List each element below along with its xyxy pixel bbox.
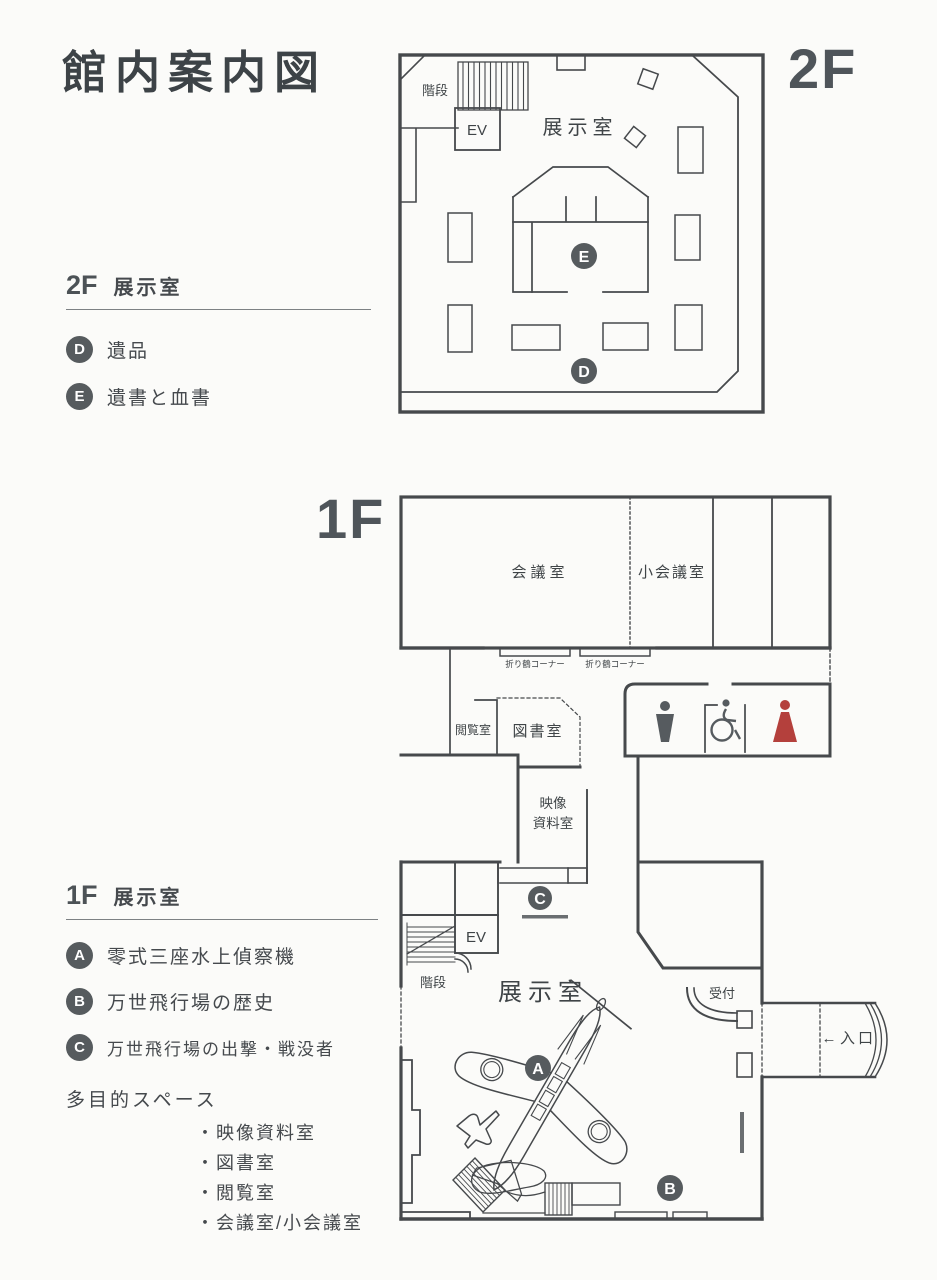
floor2-marker-d: D bbox=[571, 358, 597, 384]
floor1-elevator-label: EV bbox=[466, 929, 486, 946]
floor1-elevator-box bbox=[454, 861, 499, 954]
float-bows bbox=[557, 1014, 602, 1065]
propeller bbox=[569, 979, 633, 1030]
floor1-marker-a: A bbox=[525, 1055, 551, 1081]
marker-c-underline bbox=[522, 915, 568, 919]
entrance-label: 入口 bbox=[840, 1030, 876, 1047]
floor2-stairs-label: 階段 bbox=[422, 83, 448, 98]
entrance-vestibule bbox=[760, 1001, 877, 1079]
crane-corner-label: 折り鶴コーナー bbox=[585, 659, 645, 669]
entrance-curved-wall bbox=[864, 1001, 888, 1079]
back-room bbox=[636, 860, 764, 970]
multipurpose-list: ・映像資料室 ・図書室 ・閲覧室 ・会議室/小会議室 bbox=[196, 1118, 396, 1238]
legend-item-d: D 遺品 bbox=[66, 336, 376, 363]
small-meeting-room-label: 小会議室 bbox=[638, 563, 706, 581]
floor2-legend-room: 展示室 bbox=[113, 277, 183, 299]
legend-item-e: E 遺書と血書 bbox=[66, 383, 376, 410]
marker-c-badge: C bbox=[66, 1034, 93, 1061]
floor1-legend-room: 展示室 bbox=[113, 887, 183, 909]
floor1-stairs-hatch bbox=[406, 922, 472, 973]
male-icon bbox=[656, 701, 674, 742]
multipurpose-item: ・図書室 bbox=[196, 1153, 276, 1173]
marker-a-badge: A bbox=[66, 942, 93, 969]
floor1-big-label: 1F bbox=[316, 487, 386, 550]
legend-item-d-label: 遺品 bbox=[107, 341, 150, 362]
female-icon bbox=[773, 700, 797, 742]
floor2-walls bbox=[398, 53, 765, 414]
library-label: 図書室 bbox=[512, 723, 563, 740]
page-title: 館内案内図 bbox=[62, 48, 328, 98]
legend-item-c: C 万世飛行場の出撃・戦没者 bbox=[66, 1034, 396, 1061]
conference-block bbox=[399, 495, 832, 650]
legend-item-b-label: 万世飛行場の歴史 bbox=[107, 993, 276, 1014]
marker-b-badge: B bbox=[66, 988, 93, 1015]
svg-text:E: E bbox=[579, 249, 590, 266]
restroom-stall-walls bbox=[704, 704, 746, 753]
floor1-stairs-label: 階段 bbox=[420, 975, 446, 990]
multipurpose-item: ・会議室/小会議室 bbox=[196, 1213, 364, 1233]
legend-item-a: A 零式三座水上偵察機 bbox=[66, 942, 396, 969]
reception-counter bbox=[685, 986, 753, 1078]
marker-e-badge: E bbox=[66, 383, 93, 410]
floor2-elevator-label: EV bbox=[467, 122, 487, 139]
floor1-legend: 1F 展示室 A 零式三座水上偵察機 B 万世飛行場の歴史 C 万世飛行場の出撃… bbox=[66, 880, 396, 1238]
floor2-elevator-box bbox=[454, 107, 501, 151]
floor2-marker-e: E bbox=[571, 243, 597, 269]
floor1-walls bbox=[399, 495, 888, 1221]
floor2-legend-floor: 2F bbox=[66, 270, 98, 300]
floor2-display-cases bbox=[447, 67, 704, 353]
floor2-exhibition-label: 展示室 bbox=[543, 116, 618, 139]
legend-item-c-label: 万世飛行場の出撃・戦没者 bbox=[107, 1040, 335, 1059]
legend-item-b: B 万世飛行場の歴史 bbox=[66, 988, 396, 1015]
entrance-arrow-icon: ← bbox=[822, 1030, 837, 1047]
svg-text:C: C bbox=[534, 891, 546, 908]
marker-d-badge: D bbox=[66, 336, 93, 363]
floor2-central-structure bbox=[511, 166, 650, 293]
multipurpose-item: ・閲覧室 bbox=[196, 1183, 276, 1203]
crane-corner-label: 折り鶴コーナー bbox=[505, 659, 565, 669]
divider bbox=[66, 309, 371, 310]
divider bbox=[66, 919, 378, 920]
seaplane-illustration bbox=[454, 979, 633, 1203]
av-room-label: 映像 bbox=[540, 796, 568, 811]
small-plane-illustration bbox=[456, 1110, 500, 1149]
floor1-exhibition-label: 展示室 bbox=[498, 979, 588, 1006]
floor2-stairs-hatch bbox=[457, 61, 529, 111]
legend-item-e-label: 遺書と血書 bbox=[107, 388, 213, 409]
floor1-plan: 会議室 小会議室 折り鶴コーナー 折り鶴コーナー 閲覧室 図書室 映像 資料室 … bbox=[399, 495, 888, 1221]
floor2-inner-wall bbox=[399, 53, 739, 393]
floor1-marker-c: C bbox=[528, 886, 552, 910]
seaplane-float bbox=[471, 1161, 547, 1194]
reading-room-label: 閲覧室 bbox=[455, 722, 491, 737]
av-room-label: 資料室 bbox=[533, 815, 574, 831]
legend-item-a-label: 零式三座水上偵察機 bbox=[107, 947, 297, 968]
library-boundary bbox=[496, 697, 581, 768]
floor1-marker-b: B bbox=[657, 1175, 683, 1201]
restroom-block bbox=[623, 682, 832, 758]
svg-text:A: A bbox=[532, 1061, 544, 1078]
reception-label: 受付 bbox=[709, 986, 735, 1001]
svg-text:D: D bbox=[578, 364, 590, 381]
floor2-big-label: 2F bbox=[788, 37, 858, 100]
wheelchair-icon bbox=[710, 699, 742, 742]
meeting-room-label: 会議室 bbox=[511, 563, 568, 581]
floor1-legend-floor: 1F bbox=[66, 880, 98, 910]
crane-corner-shelves bbox=[499, 647, 651, 657]
floor2-plan: 階段 EV 展示室 E D bbox=[398, 53, 765, 414]
floor2-legend-heading: 2F 展示室 bbox=[66, 270, 376, 301]
wall-bench bbox=[740, 1112, 744, 1153]
floor1-legend-heading: 1F 展示室 bbox=[66, 880, 396, 911]
multipurpose-heading: 多目的スペース bbox=[66, 1090, 218, 1111]
multipurpose-item: ・映像資料室 bbox=[196, 1123, 316, 1143]
svg-text:B: B bbox=[664, 1181, 676, 1198]
floor2-legend: 2F 展示室 D 遺品 E 遺書と血書 bbox=[66, 270, 376, 410]
